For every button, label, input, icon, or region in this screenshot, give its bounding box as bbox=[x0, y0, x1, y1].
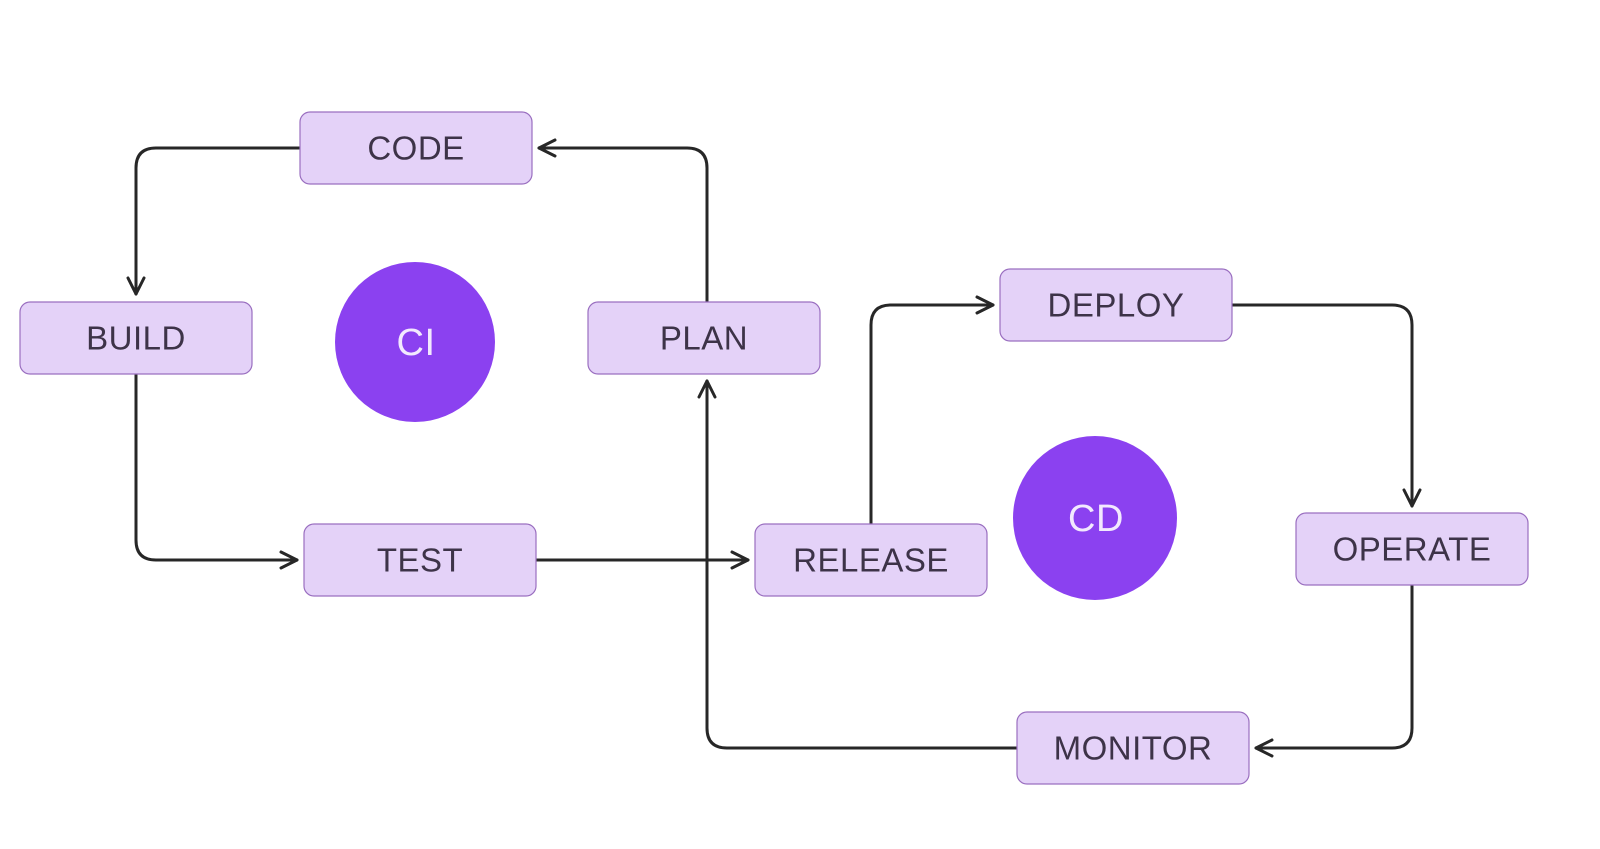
code-label: CODE bbox=[367, 130, 464, 167]
node-monitor: MONITOR bbox=[1016, 711, 1250, 785]
arrow-release-to-deploy bbox=[869, 295, 995, 526]
node-cd: CD bbox=[1013, 436, 1177, 600]
node-build: BUILD bbox=[19, 301, 253, 375]
arrow-plan-to-code bbox=[537, 138, 709, 304]
node-operate: OPERATE bbox=[1295, 512, 1529, 586]
arrow-code-to-build bbox=[126, 146, 302, 296]
build-box bbox=[19, 301, 253, 375]
test-label: TEST bbox=[377, 542, 463, 579]
deploy-label: DEPLOY bbox=[1048, 287, 1185, 324]
node-ci: CI bbox=[335, 262, 495, 422]
node-plan: PLAN bbox=[587, 301, 821, 375]
release-label: RELEASE bbox=[793, 542, 949, 579]
release-box bbox=[754, 523, 988, 597]
code-box bbox=[299, 111, 533, 185]
ci-label: CI bbox=[397, 322, 436, 364]
node-test: TEST bbox=[303, 523, 537, 597]
arrow-deploy-to-operate bbox=[1230, 303, 1422, 508]
operate-box bbox=[1295, 512, 1529, 586]
build-label: BUILD bbox=[86, 320, 186, 357]
plan-label: PLAN bbox=[660, 320, 748, 357]
arrow-monitor-to-plan bbox=[697, 379, 1019, 750]
monitor-label: MONITOR bbox=[1054, 730, 1213, 767]
cd-label: CD bbox=[1068, 498, 1124, 540]
node-deploy: DEPLOY bbox=[999, 268, 1233, 342]
arrow-operate-to-monitor bbox=[1254, 583, 1414, 758]
operate-label: OPERATE bbox=[1333, 531, 1492, 568]
node-code: CODE bbox=[299, 111, 533, 185]
ci-circle bbox=[335, 262, 495, 422]
cd-circle bbox=[1013, 436, 1177, 600]
arrow-build-to-test bbox=[134, 372, 299, 570]
monitor-box bbox=[1016, 711, 1250, 785]
deploy-box bbox=[999, 268, 1233, 342]
node-release: RELEASE bbox=[754, 523, 988, 597]
edges-layer bbox=[126, 138, 1422, 758]
plan-box bbox=[587, 301, 821, 375]
test-box bbox=[303, 523, 537, 597]
